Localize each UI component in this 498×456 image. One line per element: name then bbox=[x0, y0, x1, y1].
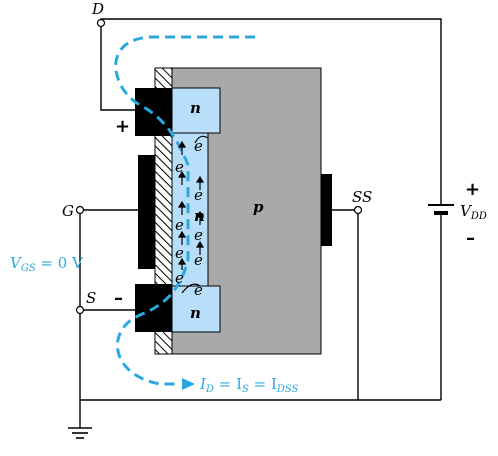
vdd-minus: – bbox=[466, 228, 475, 249]
electron-label: e bbox=[175, 244, 184, 262]
drain-current-label: ID = IS = IDSS bbox=[199, 375, 299, 395]
vgs-label: VGS = 0 V bbox=[10, 254, 84, 274]
drain-curve-arrow bbox=[194, 135, 209, 144]
channel-n-label: n bbox=[194, 207, 205, 225]
vdd-plus: + bbox=[465, 179, 480, 200]
electron-label: e bbox=[194, 281, 203, 299]
drain-label: D bbox=[91, 0, 104, 18]
vdd-label: VDD bbox=[460, 202, 487, 222]
n-top-label: n bbox=[190, 99, 201, 117]
drain-contact bbox=[135, 88, 172, 136]
electron-labels: e e e e e e e e e bbox=[175, 137, 203, 299]
ground-symbol bbox=[68, 427, 92, 439]
battery-symbol bbox=[428, 204, 454, 215]
drain-terminal bbox=[96, 18, 106, 28]
source-terminal bbox=[75, 305, 85, 315]
substrate-terminal bbox=[353, 205, 363, 215]
n-region-drain bbox=[171, 87, 221, 134]
gate-terminal bbox=[75, 205, 85, 215]
electron-label: e bbox=[194, 186, 203, 204]
gate-contact bbox=[138, 155, 155, 269]
drain-plus: + bbox=[115, 116, 130, 137]
current-arrow-head bbox=[182, 378, 195, 390]
substrate-label: SS bbox=[352, 188, 372, 206]
source-curve-arrow bbox=[181, 283, 201, 294]
electron-label: e bbox=[175, 216, 184, 234]
current-path bbox=[114, 35, 255, 386]
source-label: S bbox=[86, 289, 96, 307]
electron-label: e bbox=[175, 158, 184, 176]
electron-arrows bbox=[177, 140, 205, 270]
n-region-source bbox=[171, 285, 221, 333]
source-minus: – bbox=[114, 288, 123, 309]
n-bottom-label: n bbox=[190, 304, 201, 322]
electron-label: e bbox=[194, 251, 203, 269]
gate-label: G bbox=[62, 202, 74, 220]
substrate-contact bbox=[321, 174, 332, 246]
electron-label: e bbox=[194, 137, 203, 155]
electron-label: e bbox=[194, 226, 203, 244]
electron-label: e bbox=[175, 269, 184, 287]
p-label: p bbox=[253, 198, 264, 216]
